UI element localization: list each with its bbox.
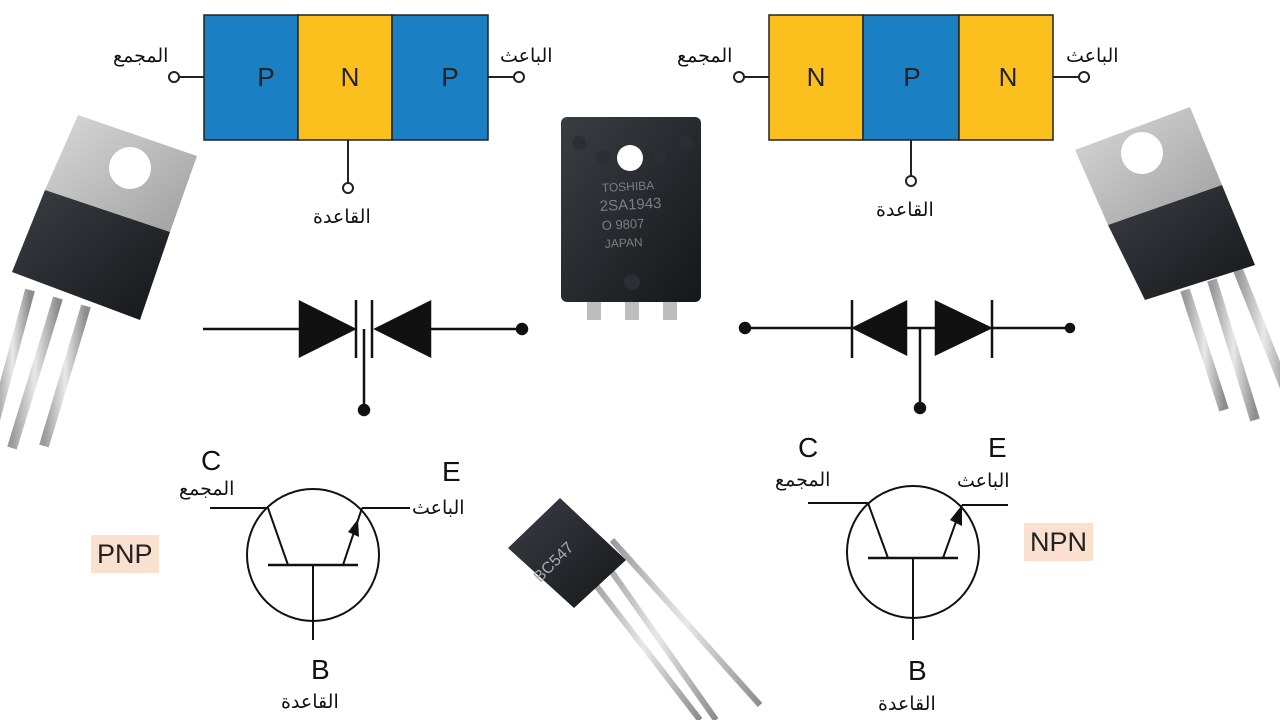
- pnp-b-letter: B: [311, 654, 330, 685]
- to220-transistor-right-image: [1075, 107, 1280, 422]
- big-transistor-marking-2: 2SA1943: [599, 195, 662, 215]
- npn-layer-1-label: N: [807, 62, 826, 92]
- npn-collector-terminal: [733, 71, 745, 83]
- npn-emitter-label: الباعث: [1066, 45, 1119, 67]
- pnp-emitter-label: الباعث: [500, 45, 553, 67]
- to3p-transistor-image: TOSHIBA 2SA1943 O 9807 JAPAN: [561, 117, 701, 446]
- npn-base-terminal: [905, 175, 917, 187]
- pnp-collector-label: المجمع: [113, 45, 168, 67]
- pnp-c-letter: C: [201, 445, 221, 476]
- pnp-diode-equivalent: [203, 299, 529, 417]
- pnp-symbol-base-label: القاعدة: [281, 691, 339, 713]
- npn-collector-label: المجمع: [677, 45, 732, 67]
- to92-transistor-image: BC547: [508, 498, 763, 720]
- pnp-layer-2-label: N: [341, 62, 360, 92]
- pnp-layer-bar: P N P المجمع الباعث القاعدة: [113, 14, 553, 228]
- npn-layer-bar: N P N المجمع الباعث القاعدة: [677, 14, 1119, 221]
- npn-emitter-arrow: [950, 505, 962, 526]
- npn-b-letter: B: [908, 655, 927, 686]
- npn-layer-1: [768, 14, 864, 141]
- pnp-e-letter: E: [442, 456, 461, 487]
- to220-transistor-left-image: [0, 115, 197, 450]
- npn-symbol: C المجمع E الباعث B القاعدة: [775, 432, 1010, 715]
- npn-type-badge: NPN: [1024, 523, 1094, 561]
- pnp-emitter-arrow: [348, 519, 359, 537]
- pnp-layer-2: [297, 14, 393, 141]
- npn-layer-3-label: N: [999, 62, 1018, 92]
- pnp-base-terminal: [342, 182, 354, 194]
- big-transistor-marking-1: TOSHIBA: [601, 178, 654, 195]
- npn-symbol-base-label: القاعدة: [878, 693, 936, 715]
- npn-base-label: القاعدة: [876, 199, 934, 221]
- npn-layer-3: [958, 14, 1054, 141]
- pnp-symbol: C المجمع E الباعث B القاعدة: [179, 445, 465, 713]
- npn-layer-2-label: P: [903, 62, 920, 92]
- npn-e-letter: E: [988, 432, 1007, 463]
- pnp-layer-1-label: P: [257, 62, 274, 92]
- npn-symbol-collector-label: المجمع: [775, 469, 830, 491]
- pnp-layer-3: [391, 14, 489, 141]
- npn-c-letter: C: [798, 432, 818, 463]
- pnp-collector-terminal: [168, 71, 180, 83]
- big-transistor-marking-4: JAPAN: [604, 235, 642, 251]
- pnp-layer-3-label: P: [441, 62, 458, 92]
- pnp-symbol-collector-label: المجمع: [179, 478, 234, 500]
- big-transistor-marking-3: O 9807: [601, 216, 644, 233]
- npn-symbol-emitter-label: الباعث: [957, 470, 1010, 492]
- npn-diode-equivalent: [738, 299, 1076, 415]
- pnp-type-badge: PNP: [91, 535, 159, 573]
- npn-emitter-terminal: [1078, 71, 1090, 83]
- npn-layer-2: [862, 14, 960, 141]
- pnp-symbol-emitter-label: الباعث: [412, 497, 465, 519]
- pnp-layer-1: [203, 14, 299, 141]
- pnp-emitter-terminal: [513, 71, 525, 83]
- pnp-base-label: القاعدة: [313, 206, 371, 228]
